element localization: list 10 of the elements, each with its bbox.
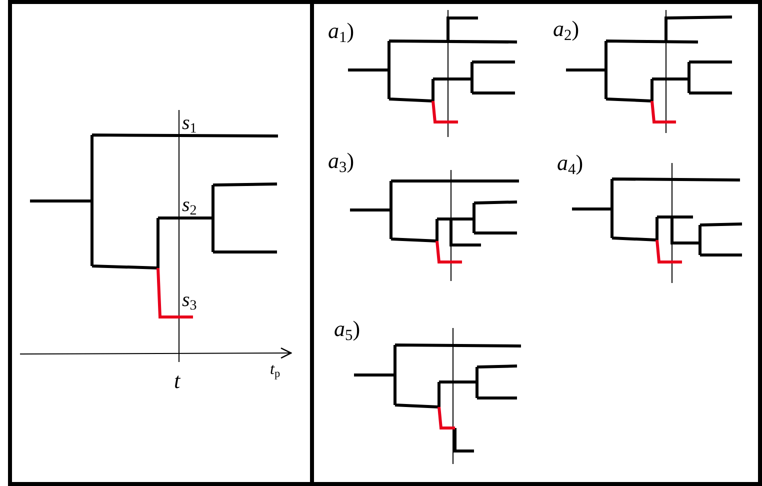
math-label: t$_{p}$ <box>270 362 280 380</box>
math-label: s$_{3}$ <box>182 290 197 314</box>
math-label: a$_{1}$) <box>328 20 354 46</box>
math-label: t <box>174 370 180 392</box>
math-label: a$_{4}$) <box>557 152 584 178</box>
math-label: a$_{3}$) <box>328 150 354 176</box>
math-label: a$_{5}$) <box>334 318 360 344</box>
math-label: a$_{2}$) <box>553 18 580 44</box>
math-label: s$_{1}$ <box>182 113 197 136</box>
math-label: s$_{2}$ <box>182 195 197 218</box>
